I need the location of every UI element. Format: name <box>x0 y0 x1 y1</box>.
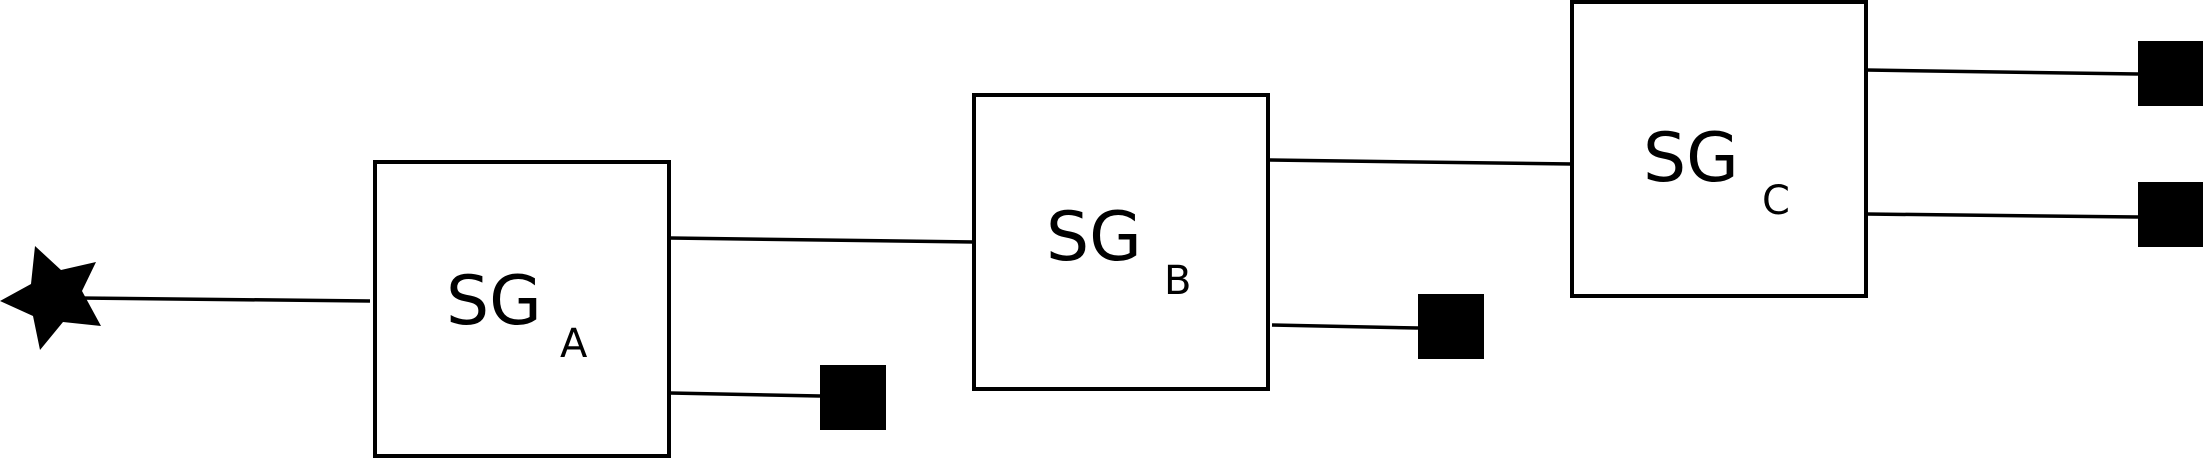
box-sg-b-label: SG <box>1046 198 1142 277</box>
box-sg-c-label: SG <box>1643 119 1739 198</box>
box-sg-a-label: SG <box>446 262 542 341</box>
star-icon <box>0 246 101 350</box>
svg-text:C: C <box>1762 178 1790 224</box>
box-sg-c: SG C <box>1570 0 1868 298</box>
svg-text:SG: SG <box>1643 119 1739 198</box>
svg-text:A: A <box>560 321 588 367</box>
svg-text:SG: SG <box>446 262 542 341</box>
wire-sgb-to-terminal <box>1271 323 1419 330</box>
filled-square-icon <box>820 365 886 430</box>
filled-square-icon <box>1418 294 1484 359</box>
wire-sgc-to-terminal-top <box>1865 68 2139 76</box>
wire-sgb-to-sgc <box>1267 158 1573 166</box>
filled-square-icon <box>2138 182 2203 247</box>
box-sg-a-subscript: A <box>560 321 588 367</box>
filled-square-icon <box>2138 41 2203 106</box>
svg-text:B: B <box>1164 258 1191 304</box>
wire-sga-to-terminal <box>669 391 821 398</box>
wire-star-to-sga <box>77 296 371 303</box>
wire-sgc-to-terminal-bottom <box>1865 212 2139 219</box>
box-sg-b: SG B <box>972 93 1270 391</box>
box-sg-b-subscript: B <box>1164 258 1191 304</box>
wire-sga-to-sgb <box>669 236 975 244</box>
svg-text:SG: SG <box>1046 198 1142 277</box>
box-sg-a: SG A <box>373 160 671 458</box>
box-sg-c-subscript: C <box>1762 178 1790 224</box>
